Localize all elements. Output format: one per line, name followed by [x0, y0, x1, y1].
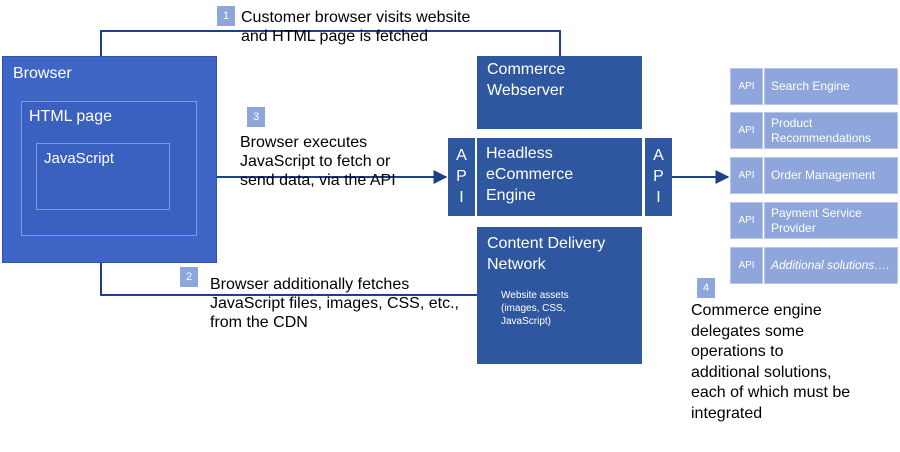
cdn-assets-line-3: JavaScript) — [501, 316, 552, 327]
step-4-line: operations to — [691, 343, 784, 360]
solution-name: Additional solutions…. — [764, 247, 898, 284]
solution-name: Search Engine — [764, 68, 898, 105]
solution-row: API Payment Service Provider — [730, 202, 898, 239]
cdn-assets-line-1: Website assets — [501, 290, 569, 301]
step-3-line: send data, via the API — [240, 172, 396, 189]
cdn-assets-line-2: (images, CSS, — [501, 303, 566, 314]
javascript-box: JavaScript — [36, 143, 170, 210]
engine-line-2: eCommerce — [486, 166, 574, 183]
step-2-badge: 2 — [180, 267, 198, 287]
api-letter: A — [456, 147, 467, 164]
step-2-line: Browser additionally fetches — [210, 276, 410, 293]
solution-row: API Search Engine — [730, 68, 898, 105]
step-4-line: integrated — [691, 404, 763, 422]
cdn-box: Content Delivery Network Website assets … — [477, 227, 642, 364]
step-4-line: delegates some — [691, 322, 804, 340]
browser-title: Browser — [13, 65, 72, 82]
webserver-line-1: Commerce — [487, 61, 566, 78]
solution-api-tag: API — [730, 112, 763, 149]
api-left-box: A P I — [448, 138, 475, 216]
step-4-label: Commerce engine delegates some operation… — [691, 301, 850, 424]
api-letter: I — [459, 189, 464, 206]
step-4-line: each of which must be — [691, 384, 851, 401]
step-3-line: Browser executes — [240, 134, 368, 151]
api-letter: P — [653, 168, 664, 185]
step-4-line: additional solutions, — [691, 363, 832, 381]
api-letter: P — [456, 168, 467, 185]
step-1-label: Customer browser visits website and HTML… — [241, 8, 470, 46]
solution-api-tag: API — [730, 202, 763, 239]
step-4-badge: 4 — [697, 278, 715, 298]
step-1-line: and HTML page is fetched — [241, 28, 429, 45]
html-page-title: HTML page — [29, 108, 112, 125]
step-2-line: from the CDN — [210, 314, 308, 331]
cdn-line-1: Content Delivery — [487, 235, 606, 252]
commerce-webserver-box: Commerce Webserver — [477, 56, 642, 129]
solution-api-tag: API — [730, 247, 763, 284]
step-1-badge: 1 — [217, 6, 235, 26]
step-4-line: Commerce engine — [691, 302, 822, 319]
api-letter: A — [653, 147, 664, 164]
engine-line-3: Engine — [486, 187, 536, 204]
solution-name: Payment Service Provider — [764, 202, 898, 239]
cdn-line-2: Network — [487, 256, 546, 273]
javascript-title: JavaScript — [44, 150, 115, 167]
solution-api-tag: API — [730, 68, 763, 105]
step-1-line: Customer browser visits website — [241, 9, 471, 26]
solution-row: API Product Recommendations — [730, 112, 898, 149]
solution-name: Product Recommendations — [764, 112, 898, 149]
solution-api-tag: API — [730, 157, 763, 194]
step-3-label: Browser executes JavaScript to fetch or … — [240, 133, 396, 190]
step-2-line: JavaScript files, images, CSS, etc., — [210, 295, 459, 312]
engine-line-1: Headless — [486, 145, 553, 162]
step-2-label: Browser additionally fetches JavaScript … — [210, 275, 459, 332]
api-right-box: A P I — [645, 138, 672, 216]
step-3-line: JavaScript to fetch or — [240, 153, 391, 170]
solution-row: API Order Management — [730, 157, 898, 194]
headless-engine-box: Headless eCommerce Engine — [477, 138, 642, 216]
api-letter: I — [656, 189, 661, 206]
step-3-badge: 3 — [247, 107, 265, 127]
solution-name: Order Management — [764, 157, 898, 194]
solution-row: API Additional solutions…. — [730, 247, 898, 284]
webserver-line-2: Webserver — [487, 82, 565, 99]
